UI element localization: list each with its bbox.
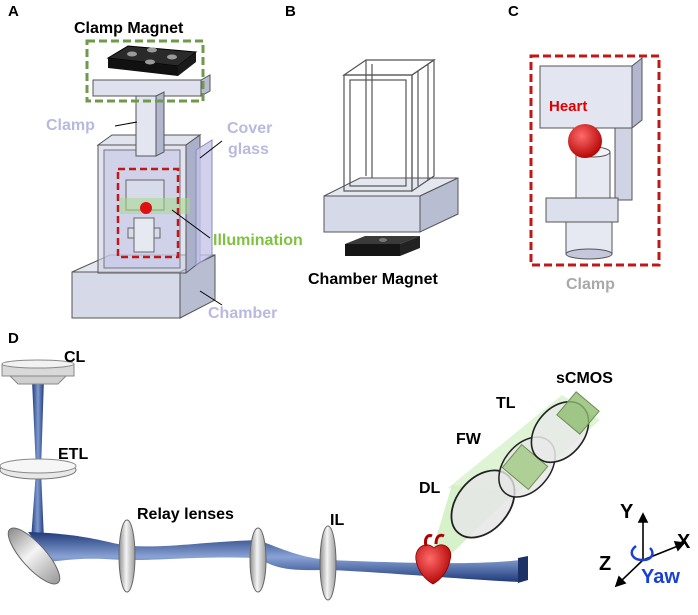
cover-glass — [195, 139, 213, 266]
relay-lens-2 — [249, 527, 267, 593]
il-label: IL — [330, 512, 344, 529]
il-lens — [319, 525, 337, 601]
clamp-magnet — [106, 45, 198, 76]
clamp-label-a: Clamp — [46, 117, 95, 134]
fw-label: FW — [456, 431, 482, 448]
cl-lens — [1, 359, 75, 385]
axis-z-label: Z — [599, 553, 611, 575]
panel-b-drawing — [323, 58, 459, 256]
panel-label-d: D — [8, 330, 19, 347]
heart-sphere — [568, 124, 602, 158]
chamber-magnet — [345, 236, 420, 256]
panel-label-a: A — [8, 3, 19, 20]
chamber-leader — [199, 290, 223, 306]
empty-frame — [342, 58, 436, 193]
clamp — [92, 74, 211, 253]
heart-sample-d — [415, 533, 452, 585]
chamber-magnet-label: Chamber Magnet — [308, 271, 438, 288]
etl-label: ETL — [58, 446, 88, 463]
dl-label: DL — [419, 480, 441, 497]
clamp-leader — [114, 121, 138, 127]
glass-label: glass — [228, 141, 269, 158]
clamp-magnet-box — [85, 39, 205, 103]
panel-c-drawing — [529, 54, 661, 267]
relay-lenses-label: Relay lenses — [137, 506, 234, 523]
illumination-leader — [171, 209, 211, 239]
clamp-magnet-label: Clamp Magnet — [74, 20, 184, 37]
horizontal-beam — [28, 532, 520, 582]
panel-a-drawing — [71, 39, 223, 319]
yaw-label: Yaw — [641, 566, 680, 588]
heart-region-box — [116, 167, 180, 259]
cover-label: Cover — [227, 120, 272, 137]
illumination-sheet — [120, 198, 190, 214]
axis-y-label: Y — [620, 501, 634, 523]
clamp-label-c: Clamp — [566, 276, 615, 293]
panel-label-c: C — [508, 3, 519, 20]
tl-label: TL — [496, 395, 516, 412]
relay-lens-1 — [118, 519, 136, 593]
yaw-arrow-icon — [630, 545, 654, 562]
panel-label-b: B — [285, 3, 296, 20]
axis-x-label: X — [677, 531, 691, 553]
heart-label: Heart — [549, 98, 587, 115]
panel-d-drawing — [0, 359, 686, 601]
scmos-label: sCMOS — [556, 370, 613, 387]
coordinate-axes — [614, 512, 686, 588]
heart-sample-a — [140, 202, 152, 214]
mirror — [7, 527, 61, 585]
chamber-label: Chamber — [208, 305, 277, 322]
etl-lens — [0, 458, 77, 480]
beam-end-face — [518, 556, 528, 583]
cl-label: CL — [64, 349, 86, 366]
heart-detail-box — [529, 54, 661, 267]
cover-glass-leader — [199, 140, 223, 159]
illumination-label: Illumination — [213, 232, 303, 249]
vertical-beam — [32, 378, 44, 470]
scmos-camera — [556, 391, 600, 435]
